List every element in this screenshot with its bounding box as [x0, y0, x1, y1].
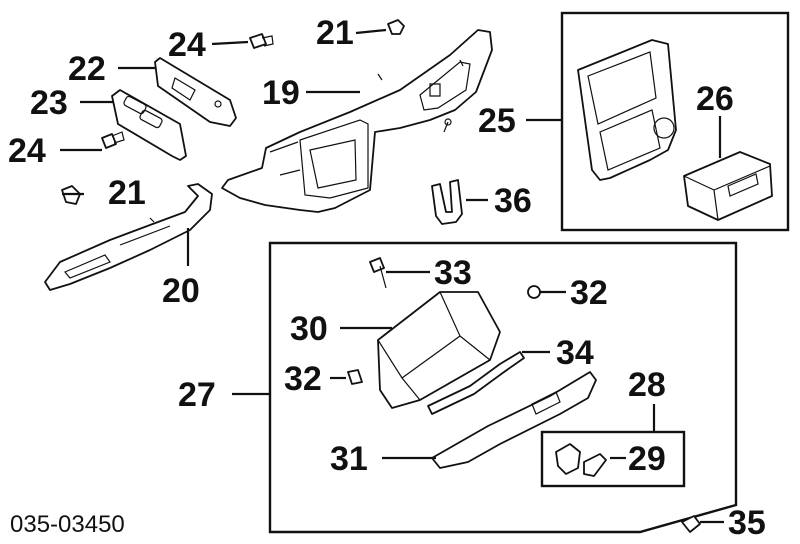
callout-24-left: 24 [8, 132, 46, 170]
callout-26: 26 [696, 80, 734, 118]
part-19-dash-panel [221, 29, 493, 213]
part-24-screw-left [101, 131, 125, 149]
part-26-storage-pocket [683, 151, 773, 221]
part-22-bracket-plate [154, 57, 237, 127]
callout-32-left: 32 [284, 360, 322, 398]
part-33-screw [369, 257, 387, 289]
callout-25: 25 [478, 102, 516, 140]
frame-part-28-group [540, 430, 686, 488]
callout-20: 20 [162, 272, 200, 310]
leader-lines [60, 28, 724, 524]
part-30-glove-box-bin [377, 291, 501, 409]
callout-27: 27 [178, 376, 216, 414]
part-29-latch [555, 443, 607, 477]
part-31-glove-box-door [431, 371, 597, 469]
part-23-switch-plate [111, 89, 187, 161]
callout-35: 35 [728, 504, 766, 542]
part-24-screw-top [249, 33, 274, 49]
frame-part-25-group [560, 11, 790, 232]
part-21-clip-top [387, 19, 405, 35]
callout-28: 28 [628, 366, 666, 404]
callout-36: 36 [494, 182, 532, 220]
callout-21-top: 21 [316, 14, 354, 52]
callout-22: 22 [68, 50, 106, 88]
callout-24-top: 24 [168, 26, 206, 64]
callout-29: 29 [628, 440, 666, 478]
part-36-bracket [431, 179, 463, 225]
part-34-damper-rod [427, 351, 525, 415]
callout-33: 33 [434, 254, 472, 292]
callout-32-right: 32 [570, 274, 608, 312]
part-25-bezel-frame [577, 39, 677, 181]
callout-19: 19 [262, 74, 300, 112]
callout-34: 34 [556, 334, 594, 372]
callout-23: 23 [30, 84, 68, 122]
part-32-nut-left [347, 369, 363, 385]
part-35-plug [681, 515, 701, 533]
drawing-code: 035-03450 [10, 511, 125, 538]
callout-31: 31 [330, 440, 368, 478]
part-20-lower-trim [44, 183, 213, 291]
frame-part-27-group [268, 241, 738, 534]
callout-21-left: 21 [108, 174, 146, 212]
callout-30: 30 [290, 310, 328, 348]
part-32-nut-right [527, 285, 541, 299]
